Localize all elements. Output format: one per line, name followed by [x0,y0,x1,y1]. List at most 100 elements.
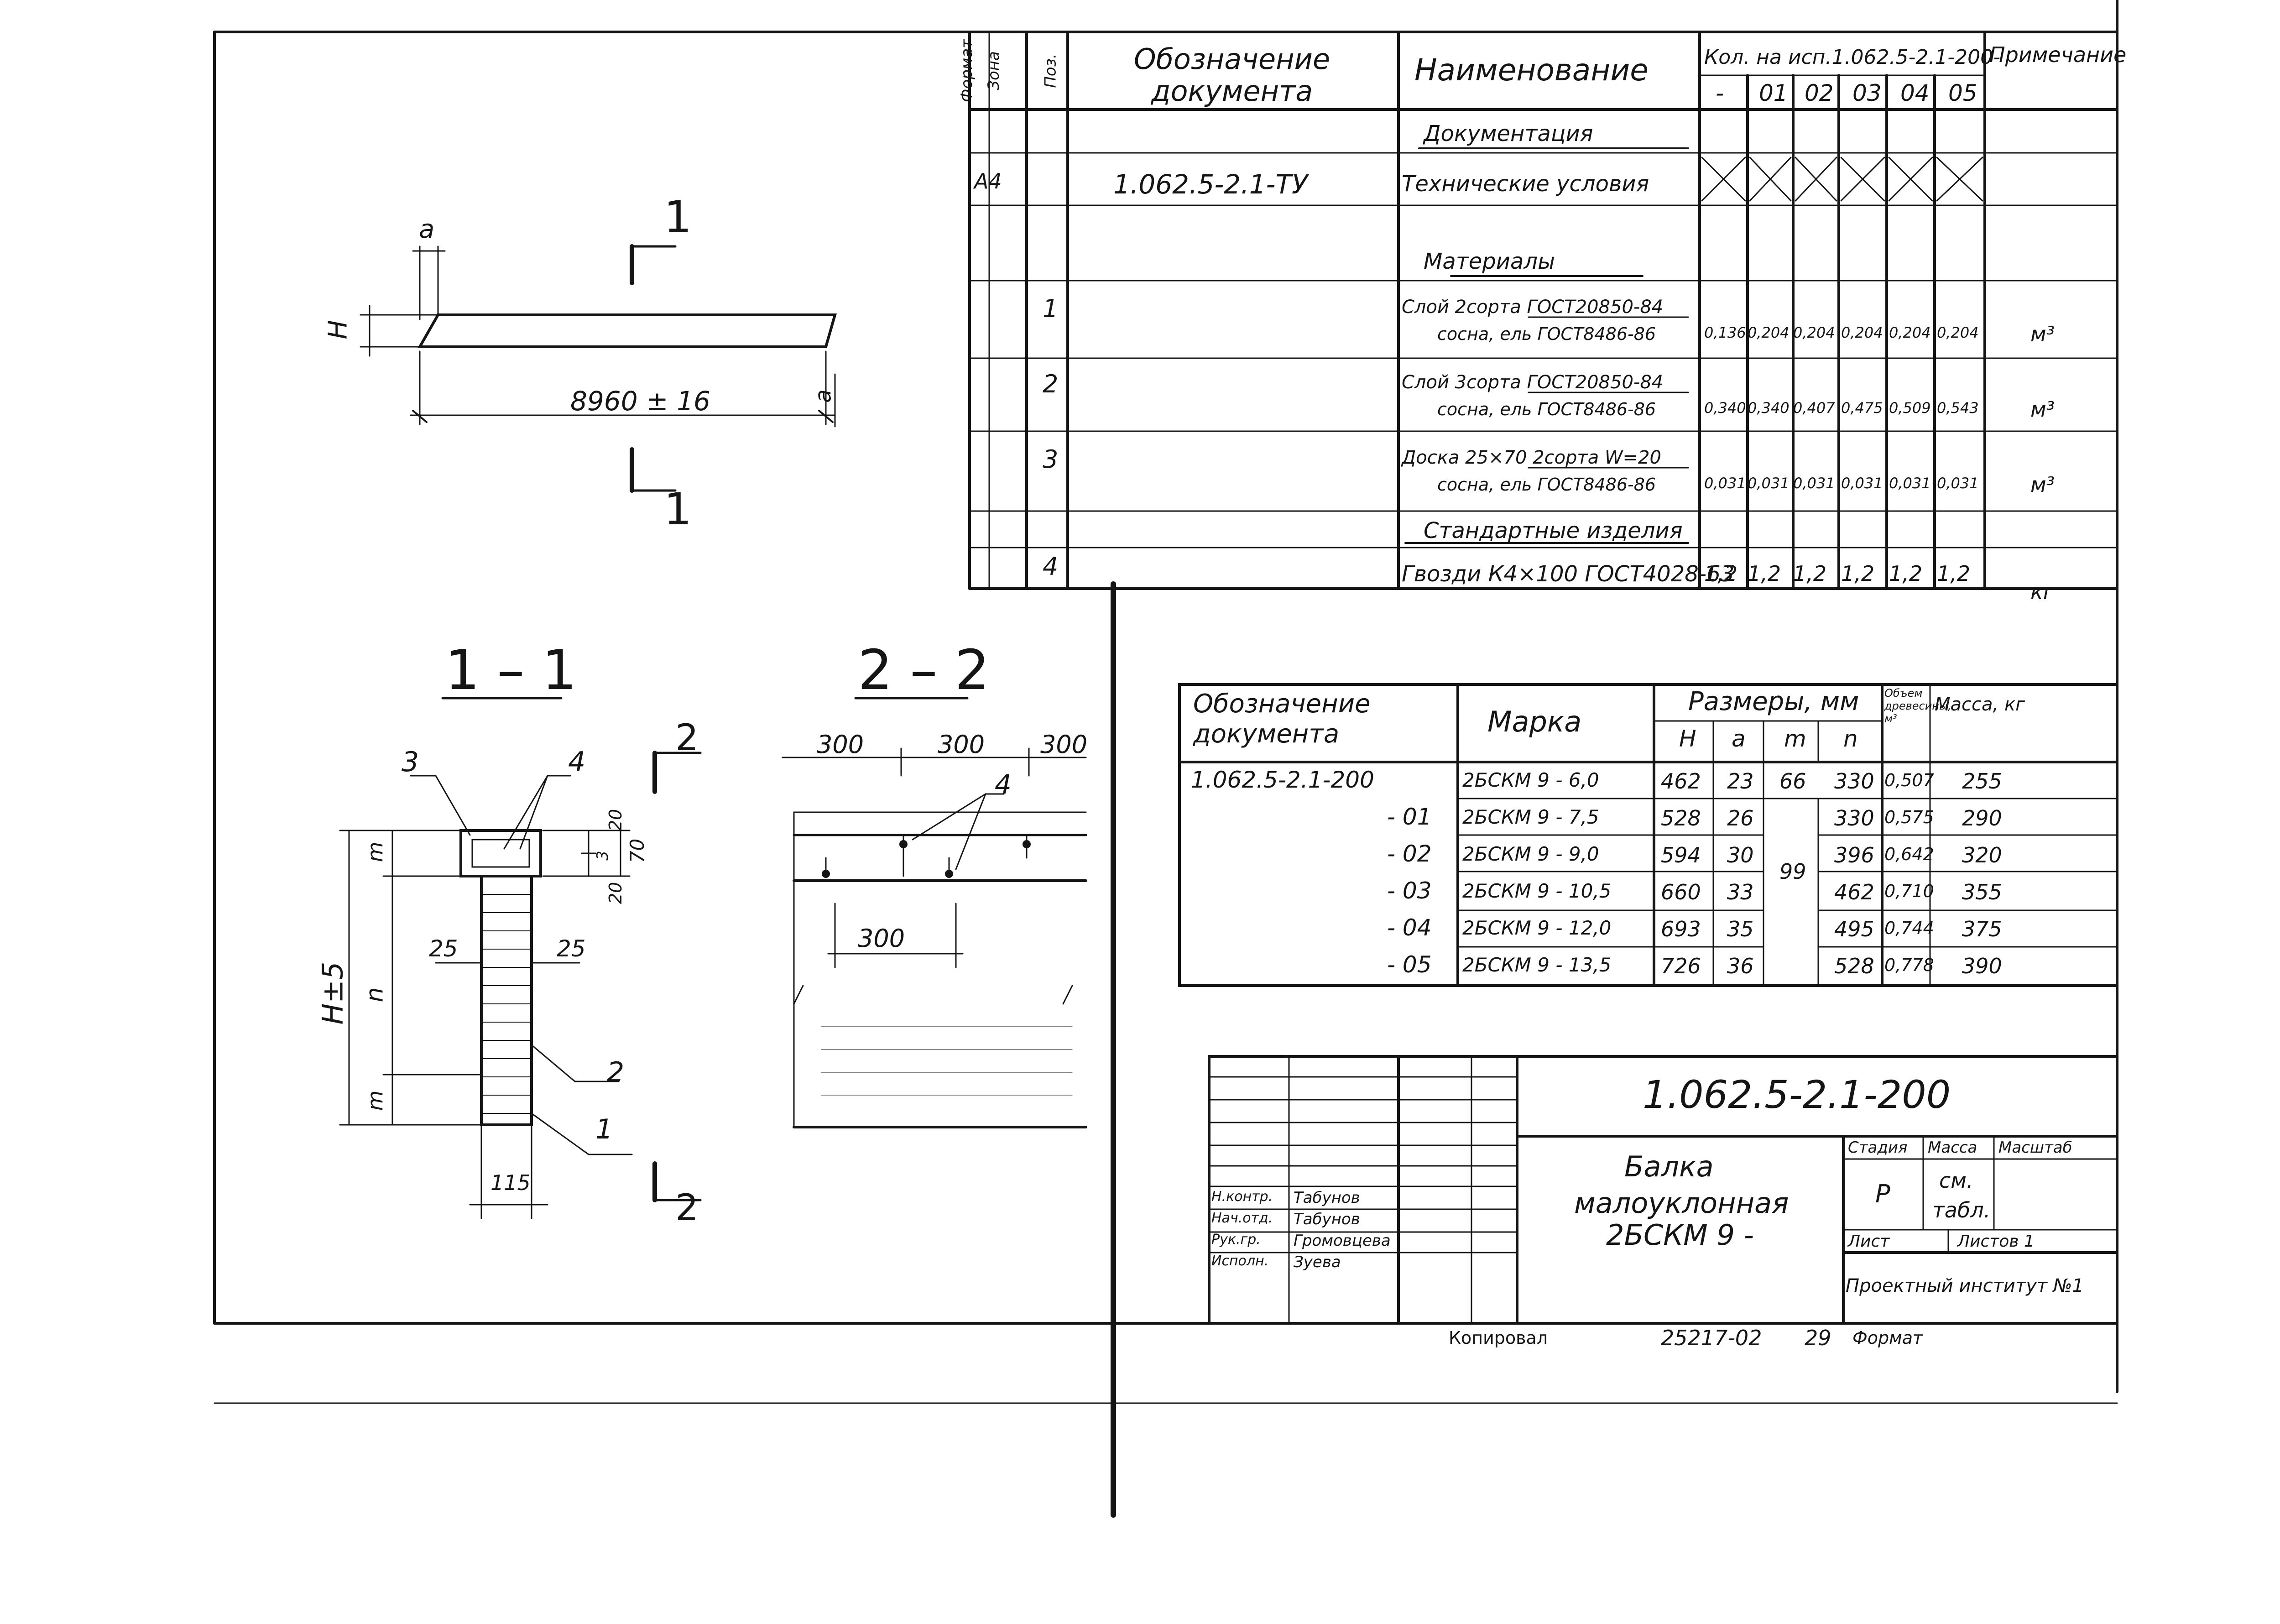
spec-row-qty: 0,031 [1704,475,1746,492]
sizes-row-mass: 320 [1962,843,2002,867]
footer-order: 25217-02 [1661,1326,1762,1350]
spec-header-designation: Обозначение документа [1133,42,1330,108]
sec1-callout-3: 3 [402,746,419,778]
spec-row-qty: 0,475 [1841,399,1883,417]
spec-qty-col-header: 01 [1759,80,1788,106]
dim-H-label: H [323,320,353,339]
spec-row-qty: 0,509 [1889,399,1931,417]
sizes-row-a: 35 [1727,917,1754,941]
sizes-row-volume: 0,642 [1884,844,1934,864]
sizes-row-mark: 2БСКМ 9 - 7,5 [1462,806,1599,828]
sizes-row-n: 462 [1834,880,1874,904]
sec1-callout-2: 2 [607,1056,625,1088]
spec-row-qty: 1,2 [1937,561,1971,586]
sizes-row-volume: 0,744 [1884,918,1934,938]
sizes-header-designation: Обозначение документа [1193,689,1371,749]
mass-value-2: табл. [1932,1198,1991,1222]
signature-role: Н.контр. [1211,1189,1273,1205]
cut-1-bottom-label: 1 [664,484,692,535]
sizes-row-m: 99 [1779,859,1806,884]
sizes-row-volume: 0,507 [1884,770,1934,790]
sizes-row-mark: 2БСКМ 9 - 9,0 [1462,843,1599,865]
sec1-dim-115: 115 [490,1170,531,1195]
sizes-header-mark: Марка [1487,705,1582,738]
spec-row-qty: 0,204 [1937,324,1979,341]
spec-row-name-2: сосна, ель ГОСТ8486-86 [1437,475,1656,495]
sizes-row-volume: 0,778 [1884,955,1934,975]
spec-row-qty: 1,2 [1793,561,1827,586]
spec-qty-col-header: 02 [1805,80,1834,106]
sizes-row-mass: 390 [1962,954,2002,978]
spec-row-qty: 0,204 [1889,324,1931,341]
spec-row-qty: 0,031 [1793,475,1835,492]
sizes-row-n: 330 [1834,806,1874,830]
sizes-row-n: 330 [1834,769,1874,794]
sizes-row-designation: 1.062.5-2.1-200 [1191,767,1374,793]
sec1-dim-3: 3 [593,851,612,861]
sizes-row-mass: 375 [1962,917,2002,941]
sec2-dim-300-a: 300 [817,730,864,759]
spec-row-qty: 0,031 [1937,475,1979,492]
sizes-row-volume: 0,710 [1884,881,1934,901]
stage-value: Р [1875,1180,1890,1208]
spec-header-qty-group: Кол. на исп.1.062.5-2.1-200- [1704,46,2001,69]
dim-a-label-right: a [810,389,836,403]
spec-row-pos: 2 [1043,370,1059,398]
sec1-callout-4: 4 [568,746,586,778]
spec-row-qty: 0,031 [1889,475,1931,492]
spec-row-designation: 1.062.5-2.1-ТУ [1113,169,1308,200]
sizes-row-n: 495 [1834,917,1874,941]
spec-row-note: кг [2030,580,2054,604]
title-line-3: 2БСКМ 9 - [1606,1218,1754,1252]
spec-header-note: Примечание [1989,42,2127,67]
spec-qty-col-header: 04 [1900,80,1930,106]
spec-row-name: Слой 3сорта ГОСТ20850-84 [1402,372,1664,393]
beam-top-view [360,244,837,493]
length-dimension: 8960 ± 16 [570,386,710,417]
sec2-dim-300-c: 300 [1040,730,1088,759]
spec-section-heading: Документация [1424,121,1593,146]
spec-section-heading: Материалы [1424,249,1555,274]
mass-value-1: см. [1939,1168,1973,1193]
section-1-1 [339,697,702,1219]
sec1-dim-20-bot: 20 [605,882,626,904]
sizes-header-mass: Масса, кг [1935,694,2025,715]
sec2-dim-300-b: 300 [938,730,985,759]
sizes-row-designation: - 02 [1387,841,1432,867]
sizes-row-designation: - 03 [1387,877,1432,904]
sizes-row-H: 594 [1661,843,1701,867]
section-1-1-title: 1 – 1 [445,639,577,702]
spec-row-qty: 1,2 [1841,561,1875,586]
spec-row-qty: 0,031 [1841,475,1883,492]
sizes-row-mark: 2БСКМ 9 - 12,0 [1462,917,1612,939]
sec1-dim-m-top: m [363,841,388,862]
doc-code: 1.062.5-2.1-200 [1643,1072,1951,1117]
sec2-dim-300-bottom: 300 [858,924,905,953]
sizes-row-H: 528 [1661,806,1701,830]
spec-row-qty: 0,031 [1748,475,1790,492]
signature-role: Нач.отд. [1211,1210,1273,1226]
signature-name: Громовцева [1294,1232,1391,1250]
spec-header-name: Наименование [1414,52,1649,88]
sec1-dim-m-bot: m [363,1090,388,1111]
sec1-dim-70: 70 [626,838,649,863]
sizes-table-grid [1178,683,2118,987]
section-2-2 [782,697,1087,1128]
sizes-row-a: 36 [1727,954,1754,978]
sizes-row-mark: 2БСКМ 9 - 6,0 [1462,769,1599,791]
spec-row-name: Технические условия [1402,171,1649,197]
sec1-dim-25-right: 25 [557,935,586,962]
spec-qty-col-header: 05 [1948,80,1977,106]
footer-copied: Копировал [1449,1328,1548,1348]
sizes-dim-col-header: n [1843,726,1858,752]
sheet-label: Лист [1848,1232,1890,1251]
spec-table-grid [968,31,2118,590]
spec-row-pos: 1 [1043,294,1059,323]
scale-label: Масштаб [1998,1138,2072,1157]
spec-row-qty: 0,136 [1704,324,1746,341]
spec-row-qty: 0,543 [1937,399,1979,417]
sizes-row-a: 23 [1727,769,1754,794]
spec-row-qty: 0,204 [1793,324,1835,341]
section-2-2-title: 2 – 2 [858,639,990,702]
spec-row-qty: 0,407 [1793,399,1835,417]
